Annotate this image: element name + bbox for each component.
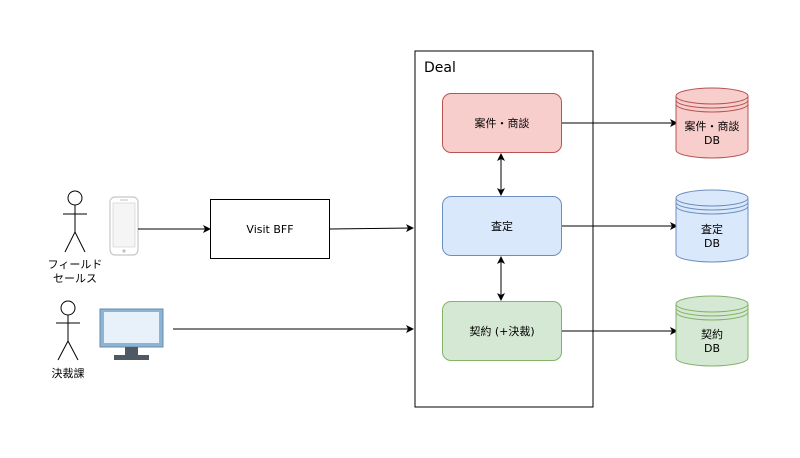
db-satei-icon — [675, 189, 749, 263]
deal-container — [414, 50, 594, 408]
db-keiyaku-icon — [675, 295, 749, 367]
monitor-icon — [99, 308, 164, 360]
service-keiyaku[interactable]: 契約 (+決裁) — [442, 301, 562, 361]
service-keiyaku-label: 契約 (+決裁) — [469, 325, 535, 338]
service-anken-shodan[interactable]: 案件・商談 — [442, 93, 562, 153]
approval-dept-label: 決裁課 — [51, 367, 85, 380]
visit-bff-box[interactable]: Visit BFF — [210, 199, 330, 259]
field-sales-actor-icon — [63, 190, 87, 253]
smartphone-icon — [109, 196, 139, 256]
service-satei[interactable]: 査定 — [442, 196, 562, 256]
field-sales-label: フィールド セールス — [47, 258, 103, 285]
service-satei-label: 査定 — [491, 220, 513, 233]
db-anken-label: 案件・商談 DB — [684, 120, 740, 147]
db-satei-label: 査定 DB — [701, 223, 723, 250]
edge-bff-to-deal — [329, 224, 414, 233]
db-anken-icon — [675, 87, 749, 159]
service-anken-shodan-label: 案件・商談 — [474, 117, 530, 130]
deal-title: Deal — [424, 60, 456, 76]
db-keiyaku-label: 契約 DB — [701, 328, 723, 355]
approval-dept-actor-icon — [56, 300, 80, 361]
edges — [138, 119, 678, 335]
visit-bff-label: Visit BFF — [246, 222, 294, 236]
